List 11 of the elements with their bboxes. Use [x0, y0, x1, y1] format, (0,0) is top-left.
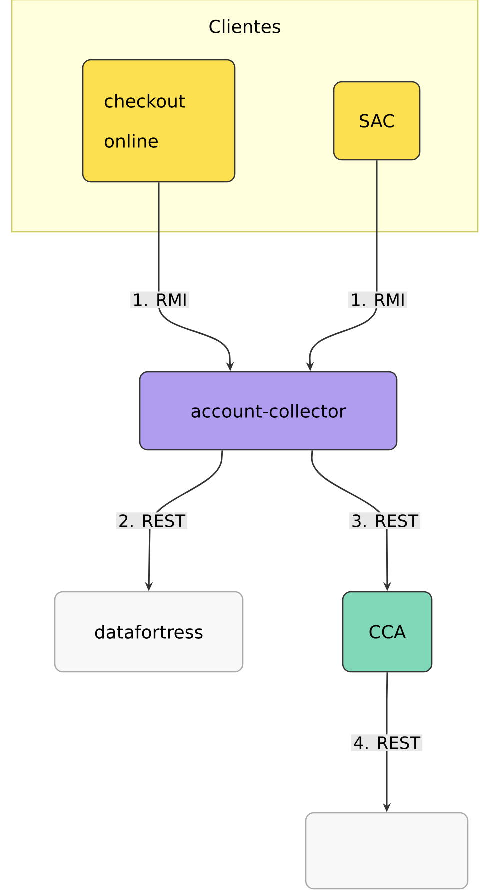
- edge-label: 2. REST: [120, 514, 186, 528]
- edge-label: 1. RMI: [352, 294, 404, 306]
- service-box: account-collector: [139, 371, 398, 451]
- edge-label: 3. REST: [352, 514, 419, 528]
- box: [305, 812, 469, 890]
- service-box: CCA: [342, 591, 433, 673]
- service-box: datafortress: [54, 591, 244, 673]
- edge-label: 4. REST: [354, 736, 421, 750]
- edge-label: 1. RMI: [134, 294, 186, 306]
- process-box: checkout online: [82, 59, 236, 183]
- process-box: SAC: [333, 81, 421, 161]
